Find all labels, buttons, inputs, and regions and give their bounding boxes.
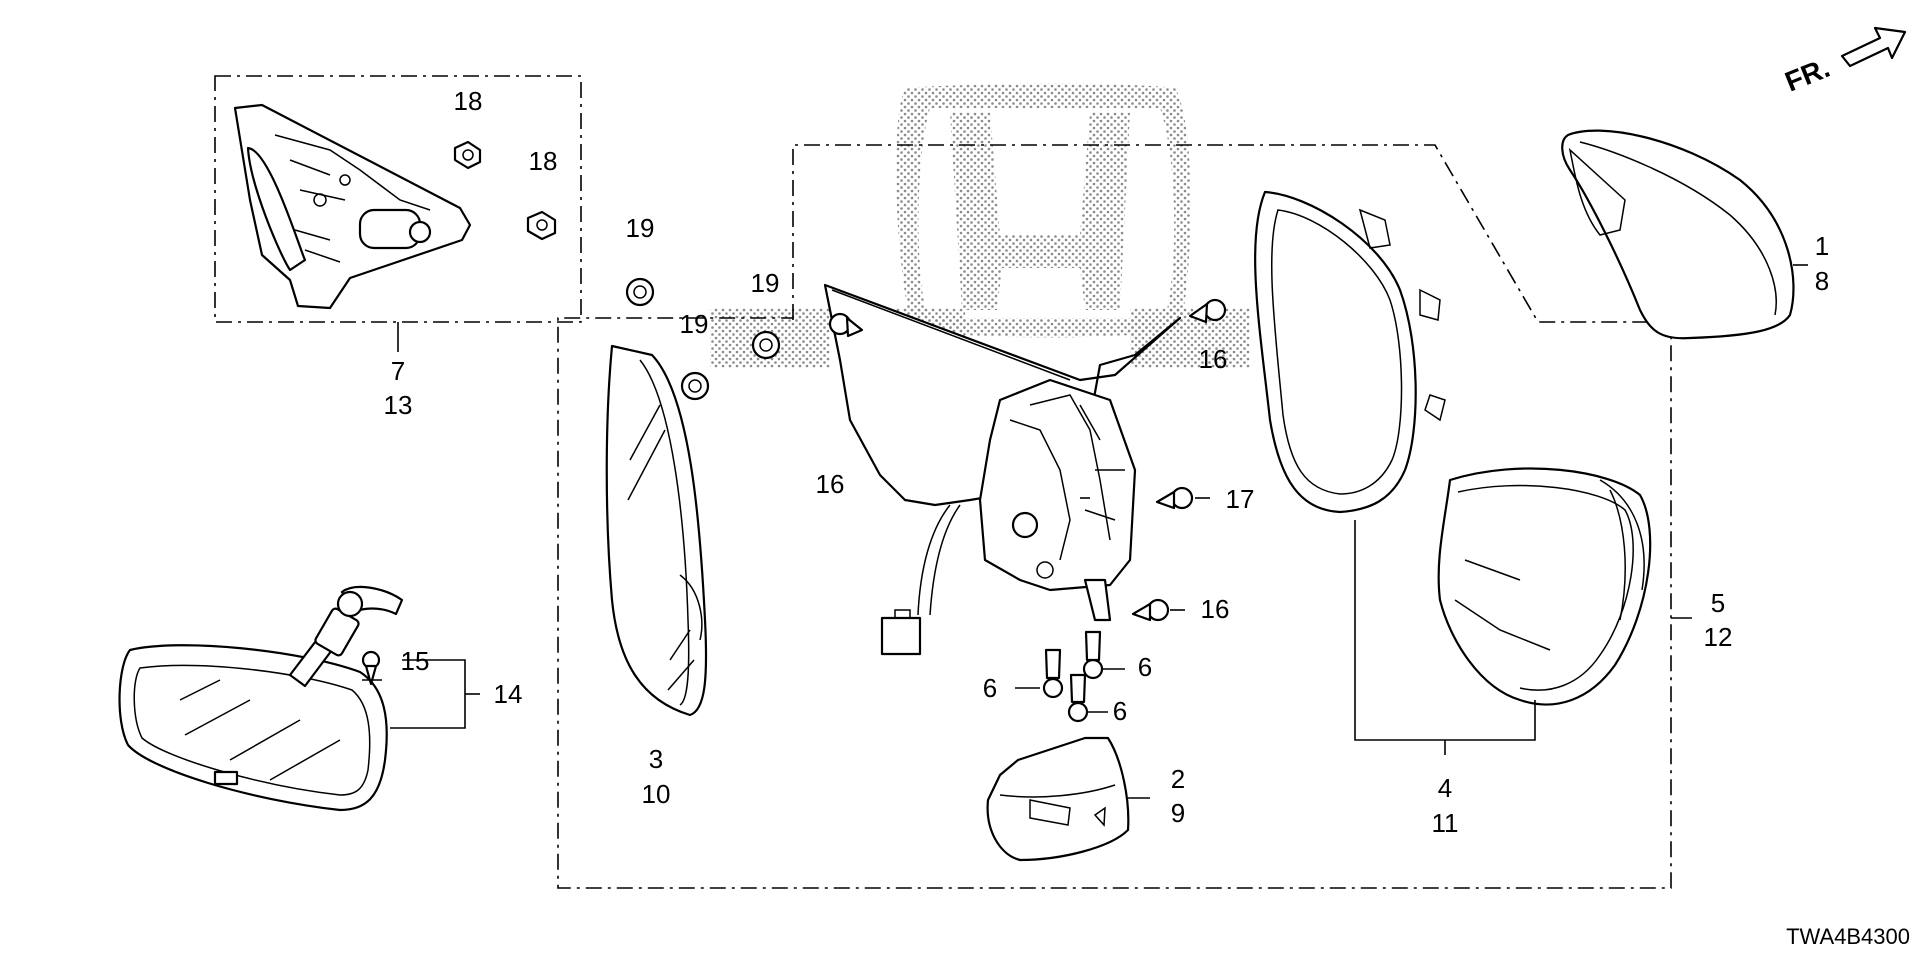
front-arrow-icon: FR. (1781, 26, 1907, 98)
screw-16-left (828, 312, 864, 338)
group-box-actuator (214, 75, 582, 323)
front-indicator-label: FR. (1781, 52, 1834, 98)
label-6-c: 6 (1113, 696, 1127, 726)
screw-6-c (1067, 673, 1089, 723)
label-7: 7 (391, 356, 405, 386)
label-4: 4 (1438, 773, 1452, 803)
screw-6-a (1042, 648, 1064, 699)
label-13: 13 (384, 390, 413, 420)
label-2: 2 (1171, 764, 1185, 794)
label-16-upper: 16 (1199, 344, 1228, 374)
label-16-left: 16 (816, 469, 845, 499)
label-5: 5 (1711, 588, 1725, 618)
label-3: 3 (649, 744, 663, 774)
label-6-a: 6 (983, 673, 997, 703)
screw-15 (361, 650, 381, 686)
label-1: 1 (1815, 231, 1829, 261)
label-9: 9 (1171, 798, 1185, 828)
label-18-lower: 18 (529, 146, 558, 176)
rearview-mirror (118, 585, 404, 812)
label-19-b: 19 (751, 268, 780, 298)
label-12: 12 (1704, 622, 1733, 652)
mirror-housing-frame (1254, 190, 1446, 514)
diagram-code: TWA4B4300 (1786, 924, 1910, 949)
label-19-c: 19 (680, 309, 709, 339)
label-10: 10 (642, 779, 671, 809)
mirror-cap (1561, 129, 1795, 340)
nut-18-lower (526, 210, 557, 241)
brand-watermark-logo (710, 83, 1315, 368)
mirror-glass (605, 344, 708, 717)
screw-6-b (1082, 630, 1104, 680)
label-17: 17 (1226, 484, 1255, 514)
callout-labels: 1 8 2 9 3 10 4 11 5 12 6 6 6 7 13 14 15 … (384, 86, 1830, 838)
mirror-base-motor (823, 283, 1182, 656)
label-16-lower: 16 (1201, 594, 1230, 624)
screw-16-upper-right (1188, 298, 1227, 324)
label-14: 14 (494, 679, 523, 709)
label-8: 8 (1815, 266, 1829, 296)
nut-18-top (453, 140, 482, 170)
label-18-top: 18 (454, 86, 483, 116)
mirror-housing-lower (1437, 467, 1652, 706)
label-11: 11 (1432, 808, 1459, 838)
label-6-b: 6 (1138, 652, 1152, 682)
nut-19-b (751, 330, 781, 360)
nut-19-c (680, 371, 710, 401)
leader-lines (362, 264, 1808, 799)
screw-16-lower (1131, 598, 1170, 622)
nut-19-a (625, 277, 655, 307)
lower-cover (986, 736, 1130, 862)
label-19-a: 19 (626, 213, 655, 243)
screw-17 (1155, 486, 1194, 510)
label-15: 15 (401, 646, 430, 676)
actuator-unit (233, 103, 472, 310)
